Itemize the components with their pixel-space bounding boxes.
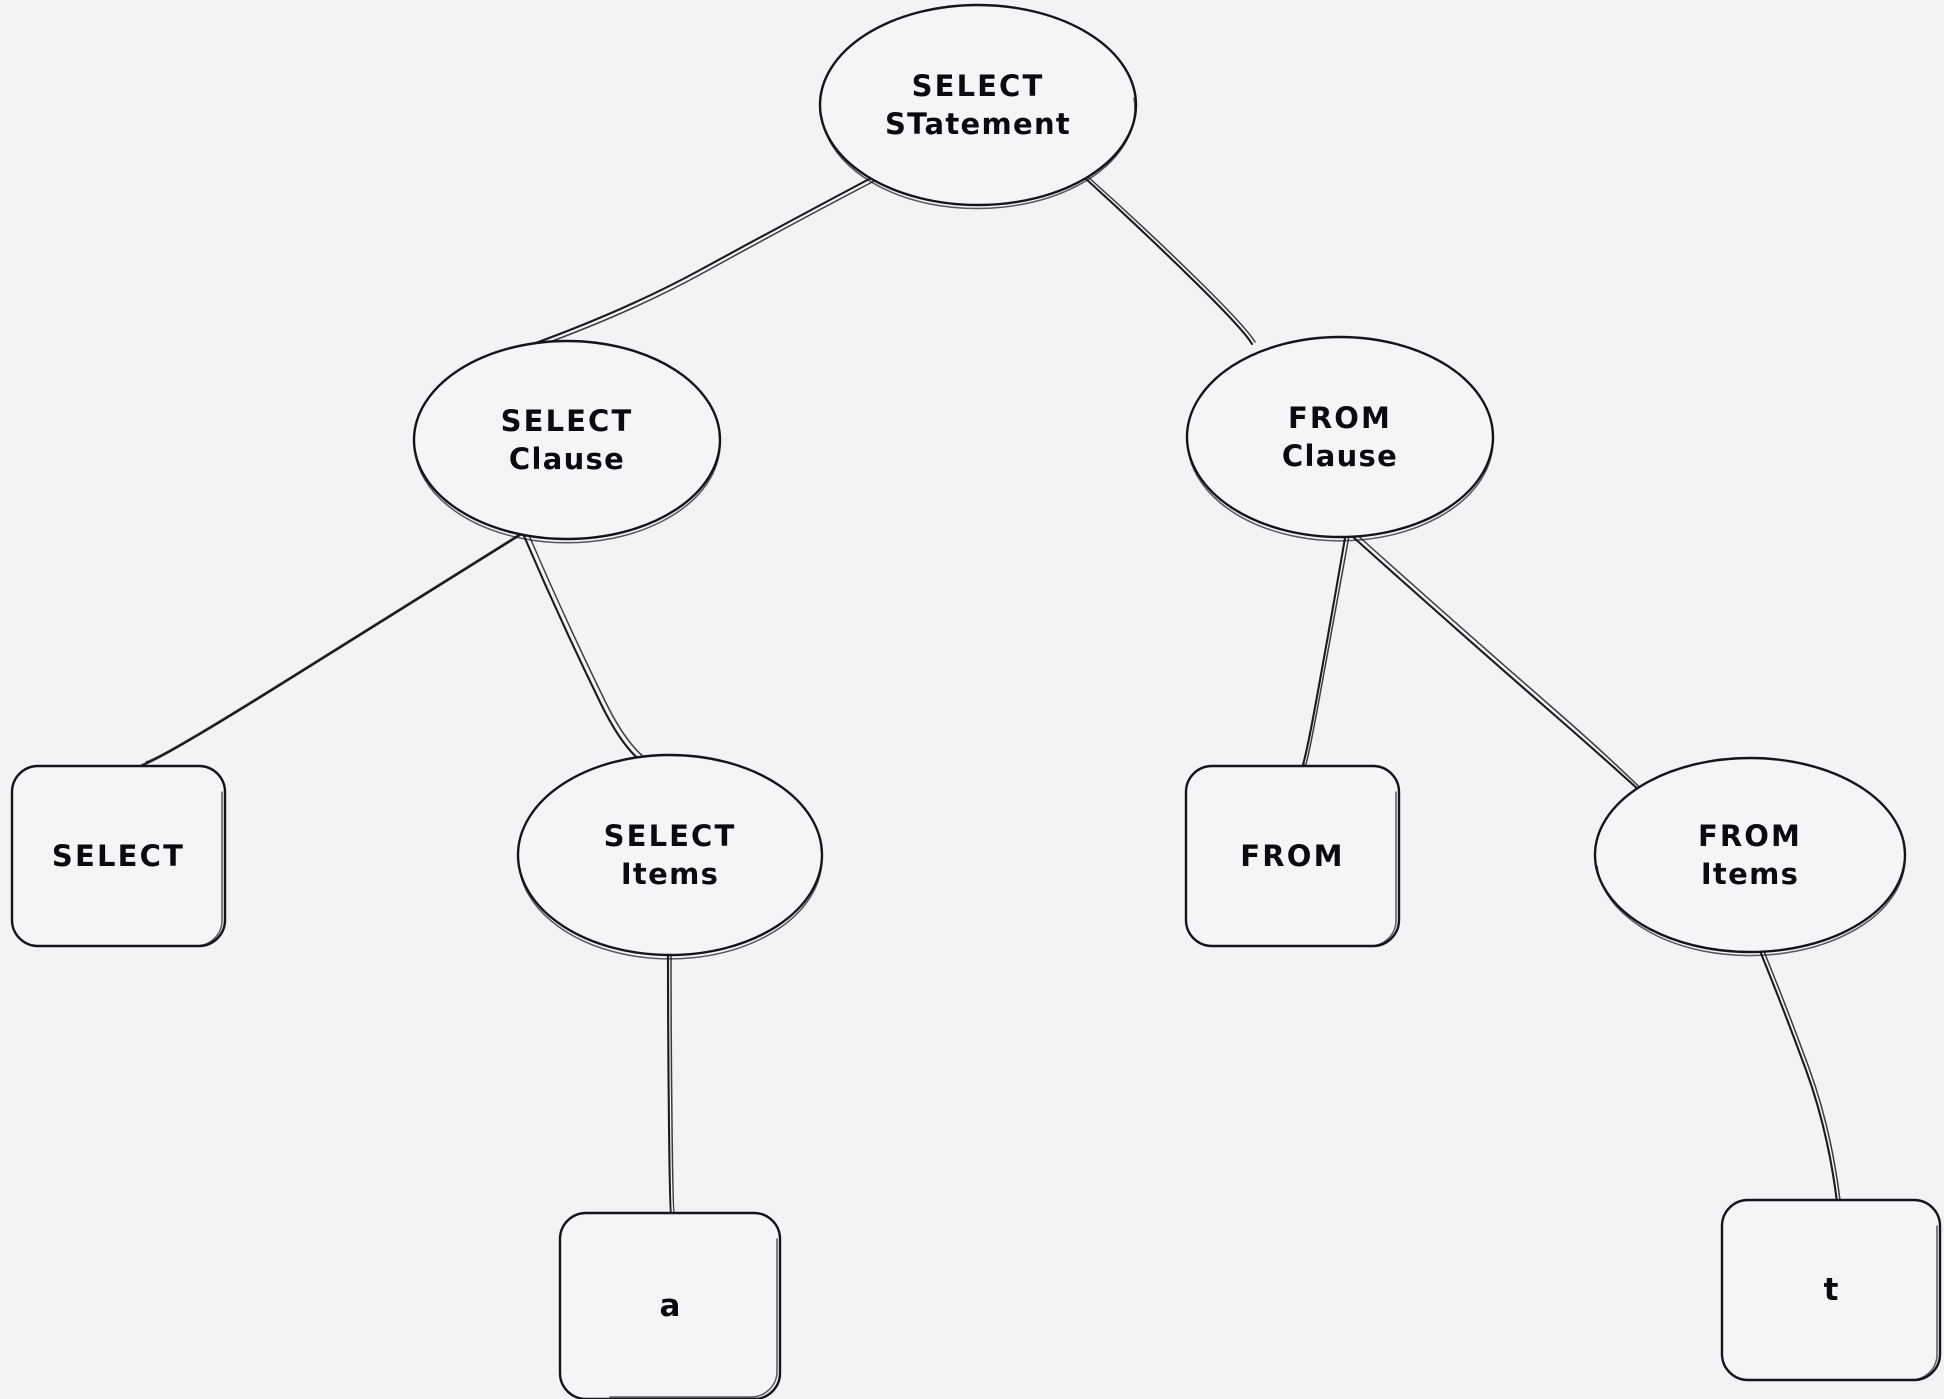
node-select-items[interactable] (516, 753, 824, 960)
edge-select-items-a (666, 952, 675, 1215)
nodes-layer (10, 3, 1942, 1399)
node-from-clause[interactable] (1185, 335, 1495, 542)
edge-select-clause-items (522, 532, 689, 773)
node-table-t[interactable] (1720, 1198, 1942, 1382)
edge-select-clause-select (140, 531, 524, 767)
node-column-a[interactable] (558, 1211, 782, 1399)
edges-layer (140, 175, 1841, 1215)
edge-stmt-select-clause (485, 175, 877, 364)
edge-from-items-t (1758, 948, 1841, 1204)
node-from-items[interactable] (1593, 756, 1907, 957)
edge-from-clause-from (1298, 535, 1350, 771)
node-from-terminal[interactable] (1184, 764, 1401, 948)
node-select-terminal[interactable] (10, 764, 227, 948)
edge-stmt-from-clause (1083, 175, 1256, 346)
node-select-clause[interactable] (412, 339, 722, 544)
node-select-statement[interactable] (818, 3, 1138, 210)
